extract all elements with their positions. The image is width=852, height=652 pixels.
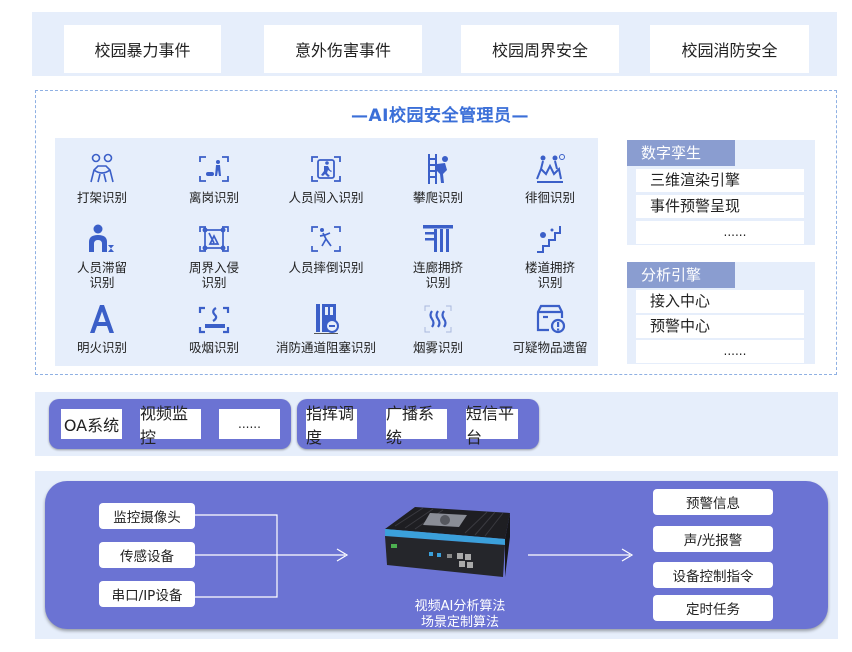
systems-right-group: 指挥调度 广播系统 短信平台 <box>297 399 539 449</box>
systems-band: OA系统 视频监控 ...... 指挥调度 广播系统 短信平台 <box>35 392 838 456</box>
person-linger-icon <box>89 224 114 252</box>
recognition-fight: 打架识别 <box>46 152 158 205</box>
recognition-climb: 攀爬识别 <box>382 152 494 205</box>
smoking-icon <box>198 306 230 334</box>
ai-manager-frame <box>35 90 837 375</box>
digital-twin-more: ...... <box>636 221 804 244</box>
loiter-icon <box>536 154 565 183</box>
system-sms-platform: 短信平台 <box>466 404 518 447</box>
stairway-crowd-icon <box>537 226 561 253</box>
device-caption-line2: 场景定制算法 <box>420 615 499 630</box>
system-broadcast: 广播系统 <box>386 404 447 447</box>
recognition-smoking: 吸烟识别 <box>158 302 270 355</box>
recognition-stairway-crowd: 楼道拥挤 识别 <box>494 222 606 290</box>
output-sound-light-alarm: 声/光报警 <box>653 526 773 552</box>
scenario-accidental-injury: 意外伤害事件 <box>264 25 422 73</box>
output-alert-info: 预警信息 <box>653 489 773 515</box>
analysis-engine-item: 接入中心 <box>636 290 804 313</box>
flow-connector-lines <box>195 514 634 598</box>
digital-twin-title: 数字孪生 <box>627 140 735 166</box>
input-sensor-device: 传感设备 <box>99 542 195 568</box>
output-device-control: 设备控制指令 <box>653 562 773 588</box>
edge-flow-band: 视频AI分析算法 场景定制算法 监控摄像头 传感设备 串口/IP设备 预警信息 … <box>35 471 838 639</box>
scenario-fire-safety: 校园消防安全 <box>650 25 809 73</box>
intrusion-run-icon <box>311 156 341 182</box>
system-more: ...... <box>219 409 280 439</box>
device-caption: 视频AI分析算法 场景定制算法 <box>395 599 525 631</box>
recognition-loiter: 徘徊识别 <box>494 152 606 205</box>
suspicious-item-icon <box>536 304 566 334</box>
recognition-intrusion: 人员闯入识别 <box>270 152 382 205</box>
fire-exit-block-icon <box>314 304 339 334</box>
recognition-person-linger: 人员滞留 识别 <box>46 222 158 290</box>
recognition-suspicious-item: 可疑物品遗留 <box>494 302 606 355</box>
scenario-band: 校园暴力事件 意外伤害事件 校园周界安全 校园消防安全 <box>32 12 837 76</box>
fight-icon <box>90 153 114 183</box>
system-command-dispatch: 指挥调度 <box>306 404 357 447</box>
recognition-panel: 打架识别 离岗识别 人员闯入识别 攀爬识别 徘徊识别 人员滞留 识别 周界入侵 … <box>55 138 598 366</box>
recognition-perimeter-intrusion: 周界入侵 识别 <box>158 222 270 290</box>
digital-twin-panel: 数字孪生 三维渲染引擎 事件预警呈现 ...... <box>627 140 815 245</box>
recognition-fire: 明火识别 <box>46 302 158 355</box>
system-video-surveillance: 视频监控 <box>140 404 201 447</box>
recognition-fire-exit-block: 消防通道阻塞识别 <box>270 302 382 355</box>
device-caption-line1: 视频AI分析算法 <box>414 599 506 614</box>
system-oa: OA系统 <box>61 409 122 439</box>
analysis-engine-more: ...... <box>636 340 804 363</box>
analysis-engine-item: 预警中心 <box>636 315 804 338</box>
scenario-campus-violence: 校园暴力事件 <box>64 25 221 73</box>
fire-icon <box>90 305 114 333</box>
recognition-fall: 人员摔倒识别 <box>270 222 382 275</box>
leave-post-icon <box>199 156 229 182</box>
edge-flow-panel: 视频AI分析算法 场景定制算法 监控摄像头 传感设备 串口/IP设备 预警信息 … <box>45 481 828 631</box>
input-serial-ip-device: 串口/IP设备 <box>99 581 195 607</box>
corridor-crowd-icon <box>423 225 453 252</box>
edge-device-image <box>385 507 510 577</box>
digital-twin-item: 事件预警呈现 <box>636 195 804 218</box>
output-scheduled-task: 定时任务 <box>653 595 773 621</box>
smoke-icon <box>424 305 452 333</box>
fall-icon <box>311 226 341 252</box>
ai-manager-title: —AI校园安全管理员— <box>351 106 529 126</box>
perimeter-intrusion-icon <box>199 226 229 252</box>
systems-left-group: OA系统 视频监控 ...... <box>49 399 291 449</box>
recognition-leave-post: 离岗识别 <box>158 152 270 205</box>
climb-icon <box>428 154 448 184</box>
input-surveillance-camera: 监控摄像头 <box>99 503 195 529</box>
scenario-perimeter-security: 校园周界安全 <box>461 25 619 73</box>
recognition-corridor-crowd: 连廊拥挤 识别 <box>382 222 494 290</box>
digital-twin-item: 三维渲染引擎 <box>636 169 804 192</box>
analysis-engine-title: 分析引擎 <box>627 262 735 288</box>
recognition-smoke: 烟雾识别 <box>382 302 494 355</box>
analysis-engine-panel: 分析引擎 接入中心 预警中心 ...... <box>627 262 815 364</box>
